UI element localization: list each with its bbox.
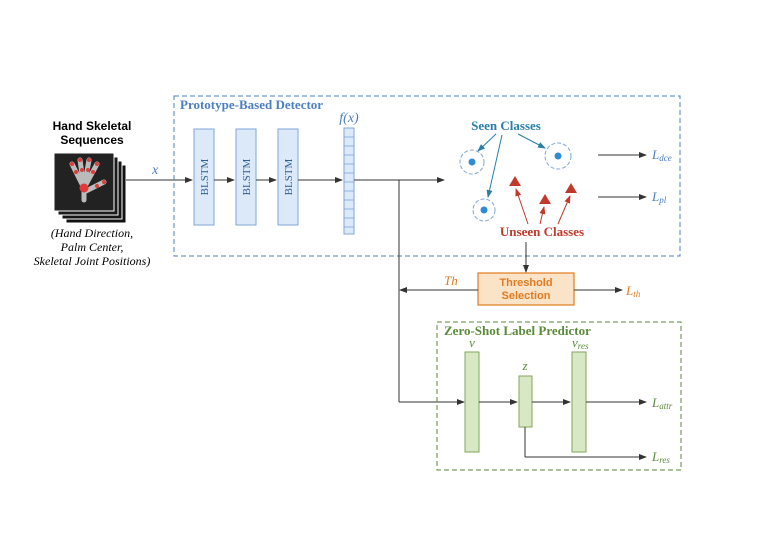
- x-label: x: [151, 163, 159, 178]
- unseen-arrow-1: [515, 188, 529, 225]
- loss-th: Lth: [625, 283, 641, 299]
- hand-skeleton-image: [53, 152, 127, 224]
- z-label: z: [521, 358, 527, 373]
- seen-prototype-2: [544, 142, 572, 170]
- seen-arrow-2: [517, 133, 546, 149]
- loss-dce: Ldce: [651, 147, 672, 163]
- th-label: Th: [444, 273, 458, 288]
- blstm-label-3: BLSTM: [283, 158, 295, 195]
- loss-pl: Lpl: [651, 189, 667, 205]
- input-desc-line2: Palm Center,: [60, 240, 124, 254]
- blstm-block-2: BLSTM: [235, 128, 257, 226]
- blstm-block-3: BLSTM: [277, 128, 299, 226]
- loss-res: Lres: [651, 449, 670, 465]
- detector-box: [173, 95, 681, 257]
- v-vector: [464, 351, 480, 453]
- z-vector: [518, 375, 533, 428]
- blstm-label-1: BLSTM: [199, 158, 211, 195]
- vres-vector: [571, 351, 587, 453]
- predictor-box: [436, 321, 682, 471]
- threshold-selection-box: [477, 272, 575, 306]
- input-title-line2: Sequences: [60, 133, 124, 147]
- blstm-block-1: BLSTM: [193, 128, 215, 226]
- seen-arrow-3: [486, 134, 503, 198]
- loss-attr: Lattr: [651, 395, 673, 411]
- feature-vector-fx: [343, 127, 355, 235]
- seen-prototype-3: [472, 198, 496, 222]
- seen-prototype-1: [459, 149, 485, 175]
- detector-title: Prototype-Based Detector: [180, 97, 323, 112]
- unseen-classes-label: Unseen Classes: [500, 224, 584, 239]
- input-desc-line3: Skeletal Joint Positions): [34, 254, 151, 268]
- predictor-title: Zero-Shot Label Predictor: [444, 323, 591, 338]
- input-title-line1: Hand Skeletal: [53, 119, 132, 133]
- threshold-label-line1: Threshold: [499, 277, 552, 289]
- blstm-label-2: BLSTM: [241, 158, 253, 195]
- unseen-arrow-3: [557, 195, 571, 225]
- unseen-arrow-2: [539, 206, 546, 225]
- seen-arrow-1: [477, 133, 497, 152]
- vres-label: vres: [572, 335, 589, 351]
- threshold-label-line2: Selection: [502, 290, 551, 302]
- fx-label: f(x): [339, 111, 359, 126]
- unseen-prototypes: [509, 176, 577, 204]
- v-label: v: [469, 335, 475, 350]
- input-desc-line1: (Hand Direction,: [51, 226, 133, 240]
- seen-classes-label: Seen Classes: [471, 118, 541, 133]
